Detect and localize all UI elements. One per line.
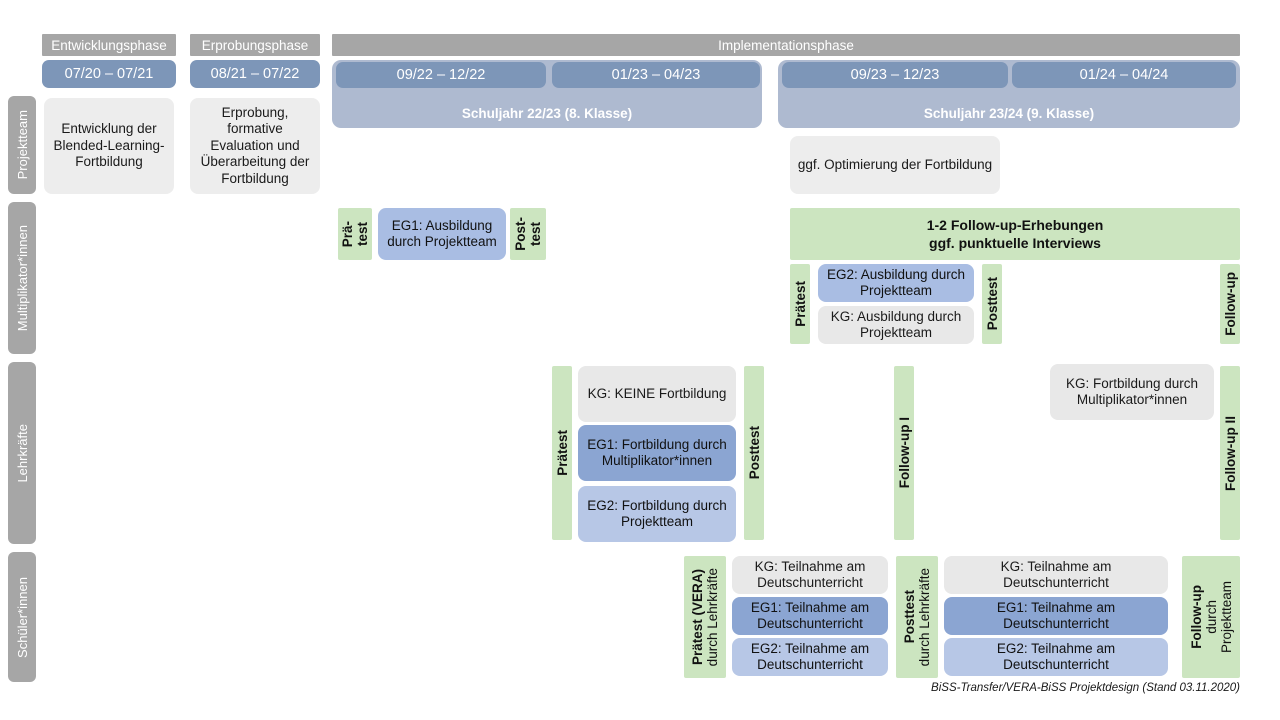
strip-schueler-followup-reg2: Projektteam <box>1218 580 1234 654</box>
period-bar-2: 08/21 – 07/22 <box>190 60 320 88</box>
strip-multi-posttest-2: Posttest <box>982 264 1002 344</box>
strip-lehr-followup-2-text: Follow-up II <box>1222 415 1238 491</box>
strip-schueler-followup: Follow-up durch Projektteam <box>1182 556 1240 678</box>
strip-multi-followup-text: Follow-up <box>1222 272 1238 336</box>
footer-source-note: BiSS-Transfer/VERA-BiSS Projektdesign (S… <box>931 682 1240 694</box>
strip-lehr-posttest: Posttest <box>744 366 764 540</box>
period-bar-6: 01/24 – 04/24 <box>1012 62 1236 88</box>
phase-header-erprobungsphase: Erprobungsphase <box>190 34 320 56</box>
row-label-lehrkraefte-text: Lehrkräfte <box>14 423 30 483</box>
strip-schueler-followup-bold: Follow-up <box>1188 585 1204 649</box>
period-bar-5: 09/23 – 12/23 <box>782 62 1008 88</box>
card-optimierung-fortbildung: ggf. Optimierung der Fortbildung <box>790 136 1000 194</box>
strip-lehr-praetest-text: Prätest <box>554 430 570 476</box>
strip-multi-posttest-line2: test <box>528 221 543 246</box>
card-schueler-right-kg: KG: Teilnahme am Deutschunterricht <box>944 556 1168 594</box>
row-label-projektteam: Projektteam <box>8 96 36 194</box>
card-multi-eg1-ausbildung: EG1: Ausbildung durch Projektteam <box>378 208 506 260</box>
strip-multi-followup: Follow-up <box>1220 264 1240 344</box>
card-lehr-eg2-fortbildung: EG2: Fortbildung durch Projektteam <box>578 486 736 542</box>
card-schueler-right-eg2: EG2: Teilnahme am Deutschunterricht <box>944 638 1168 676</box>
band-followup-erhebungen: 1-2 Follow-up-Erhebungen ggf. punktuelle… <box>790 208 1240 260</box>
row-label-multiplikatorinnen-text: Multiplikator*innen <box>14 224 30 332</box>
card-schueler-left-eg2: EG2: Teilnahme am Deutschunterricht <box>732 638 888 676</box>
strip-multi-posttest-line1: Post- <box>513 217 528 251</box>
strip-lehr-followup-2: Follow-up II <box>1220 366 1240 540</box>
period-bar-1: 07/20 – 07/21 <box>42 60 176 88</box>
strip-lehr-posttest-text: Posttest <box>746 426 762 480</box>
period-bar-4: 01/23 – 04/23 <box>552 62 760 88</box>
strip-multi-praetest-2-text: Prätest <box>792 281 808 327</box>
period-bar-3: 09/22 – 12/22 <box>336 62 546 88</box>
strip-multi-praetest-line1: Prä- <box>340 220 355 248</box>
card-multi-kg-ausbildung: KG: Ausbildung durch Projektteam <box>818 306 974 344</box>
strip-multi-posttest: Post- test <box>510 208 546 260</box>
card-entwicklung-fortbildung: Entwicklung der Blended-Learning-Fortbil… <box>44 98 174 194</box>
strip-schueler-posttest: Posttest durch Lehrkräfte <box>896 556 938 678</box>
card-lehr-eg1-fortbildung: EG1: Fortbildung durch Multiplikator*inn… <box>578 425 736 481</box>
row-label-projektteam-text: Projektteam <box>14 110 30 180</box>
card-schueler-left-kg: KG: Teilnahme am Deutschunterricht <box>732 556 888 594</box>
card-lehr-kg-keine: KG: KEINE Fortbildung <box>578 366 736 422</box>
strip-schueler-praetest: Prätest (VERA) durch Lehrkräfte <box>684 556 726 678</box>
band-followup-line1: 1-2 Follow-up-Erhebungen <box>926 216 1104 233</box>
strip-multi-praetest-line2: test <box>355 221 370 246</box>
strip-multi-praetest-2: Prätest <box>790 264 810 344</box>
strip-lehr-praetest: Prätest <box>552 366 572 540</box>
card-multi-eg2-ausbildung: EG2: Ausbildung durch Projektteam <box>818 264 974 302</box>
strip-schueler-praetest-bold: Prätest (VERA) <box>690 568 705 666</box>
band-followup-line2: ggf. punktuelle Interviews <box>929 235 1101 251</box>
card-erprobung-evaluation: Erprobung, formative Evaluation und Über… <box>190 98 320 194</box>
card-schueler-right-eg1: EG1: Teilnahme am Deutschunterricht <box>944 597 1168 635</box>
strip-lehr-followup-1: Follow-up I <box>894 366 914 540</box>
row-label-multiplikatorinnen: Multiplikator*innen <box>8 202 36 354</box>
strip-schueler-praetest-reg: durch Lehrkräfte <box>705 567 720 667</box>
strip-schueler-followup-reg1: durch <box>1203 600 1219 634</box>
row-label-lehrkraefte: Lehrkräfte <box>8 362 36 544</box>
strip-multi-praetest: Prä- test <box>338 208 372 260</box>
row-label-schuelerinnen: Schüler*innen <box>8 552 36 682</box>
strip-schueler-posttest-bold: Posttest <box>902 590 917 644</box>
card-schueler-left-eg1: EG1: Teilnahme am Deutschunterricht <box>732 597 888 635</box>
strip-lehr-followup-1-text: Follow-up I <box>896 417 912 489</box>
phase-header-entwicklungsphase: Entwicklungsphase <box>42 34 176 56</box>
phase-header-implementationsphase: Implementationsphase <box>332 34 1240 56</box>
row-label-schuelerinnen-text: Schüler*innen <box>14 576 30 658</box>
strip-schueler-posttest-reg: durch Lehrkräfte <box>917 567 932 667</box>
strip-multi-posttest-2-text: Posttest <box>984 277 1000 331</box>
card-lehr-kg-multiplikatorinnen: KG: Fortbildung durch Multiplikator*inne… <box>1050 364 1214 420</box>
